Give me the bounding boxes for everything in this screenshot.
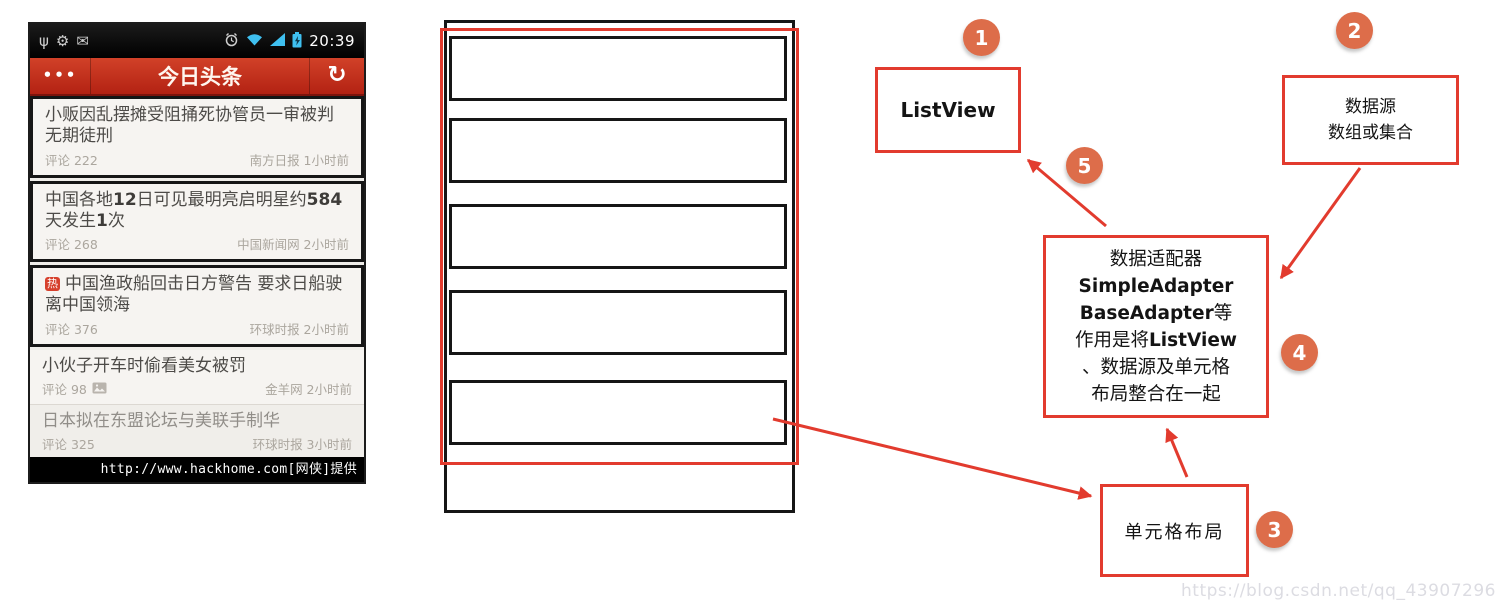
comment-count: 评论 268 [45, 237, 98, 252]
news-title: 热中国渔政船回击日方警告 要求日船驶离中国领海 [45, 274, 343, 316]
news-list: 小贩因乱摆摊受阻捅死协管员一审被判无期徒刑评论 222 南方日报 1小时前中国各地… [30, 96, 364, 457]
wireframe-highlight-box [440, 28, 799, 465]
news-source-time: 环球时报 3小时前 [252, 437, 352, 452]
listview-box-label: ListView [900, 98, 996, 122]
adapter-box-line: 作用是将ListView [1075, 329, 1237, 351]
step-badge-2: 2 [1336, 12, 1373, 49]
wireframe-cell [449, 290, 787, 355]
cell-layout-box: 单元格布局 [1100, 484, 1249, 577]
status-time: 20:39 [309, 32, 355, 50]
alarm-icon [224, 32, 239, 50]
status-bar: ψ ⚙ ✉ 20:39 [30, 24, 364, 58]
arrow-datasource-to-adapter [1279, 167, 1362, 280]
wireframe-cell [449, 204, 787, 269]
news-title: 日本拟在东盟论坛与美联手制华 [42, 410, 280, 431]
news-item[interactable]: 日本拟在东盟论坛与美联手制华评论 325 环球时报 3小时前 [30, 404, 364, 457]
adapter-box-line: 、数据源及单元格 [1081, 356, 1230, 378]
datasource-box: 数据源 数组或集合 [1282, 75, 1459, 165]
news-meta: 评论 376 环球时报 2小时前 [45, 322, 349, 338]
news-item[interactable]: 中国各地12日可见最明亮启明星约584天发生1次评论 268 中国新闻网 2小时前 [30, 180, 364, 262]
arrow-wireframe-to-cell-layout [772, 417, 1093, 500]
phone-screenshot: ψ ⚙ ✉ 20:39 ••• 今日头条 ↻ 小贩因乱摆摊受阻捅死协管员一审被判… [28, 22, 366, 484]
listview-box: ListView [875, 67, 1021, 153]
news-source-time: 环球时报 2小时前 [249, 321, 349, 337]
adapter-box-line: 布局整合在一起 [1091, 383, 1221, 405]
news-meta: 评论 222 南方日报 1小时前 [45, 153, 349, 169]
step-badge-1: 1 [963, 19, 1000, 56]
battery-icon [292, 31, 302, 51]
arrow-cell-layout-to-adapter [1165, 427, 1189, 478]
hot-badge: 热 [45, 277, 60, 291]
news-title: 小贩因乱摆摊受阻捅死协管员一审被判无期徒刑 [45, 105, 334, 147]
news-item[interactable]: 小贩因乱摆摊受阻捅死协管员一审被判无期徒刑评论 222 南方日报 1小时前 [30, 96, 364, 178]
wireframe-cell [449, 380, 787, 445]
comment-count: 评论 325 [42, 437, 95, 452]
usb-icon: ψ [39, 31, 49, 50]
wireframe-cell [449, 118, 787, 183]
news-source-time: 金羊网 2小时前 [265, 381, 352, 397]
photo-icon [92, 382, 107, 394]
app-title: 今日头条 [158, 65, 242, 89]
adapter-box-line: SimpleAdapter [1078, 275, 1234, 297]
datasource-line-1: 数据源 [1345, 97, 1396, 117]
wireframe-cell [449, 36, 787, 101]
step-badge-4: 4 [1281, 334, 1318, 371]
mail-icon: ✉ [76, 31, 89, 50]
adapter-box-line: 数据适配器 [1109, 248, 1203, 270]
step-badge-5: 5 [1066, 147, 1103, 184]
datasource-line-2: 数组或集合 [1328, 123, 1413, 143]
phone-footer-watermark: http://www.hackhome.com[网侠]提供 [30, 457, 364, 482]
wifi-icon [246, 33, 263, 49]
news-item[interactable]: 小伙子开车时偷看美女被罚评论 98 金羊网 2小时前 [30, 349, 364, 405]
comment-count: 评论 376 [45, 321, 98, 337]
news-source-time: 中国新闻网 2小时前 [237, 237, 349, 252]
news-meta: 评论 325 环球时报 3小时前 [42, 437, 352, 453]
news-source-time: 南方日报 1小时前 [249, 152, 349, 168]
cell-layout-box-label: 单元格布局 [1124, 521, 1225, 543]
app-header: ••• 今日头条 ↻ [30, 58, 364, 96]
adapter-box-line: BaseAdapter等 [1079, 302, 1233, 324]
news-item[interactable]: 热中国渔政船回击日方警告 要求日船驶离中国领海评论 376 环球时报 2小时前 [30, 265, 364, 347]
news-meta: 评论 98 金羊网 2小时前 [42, 382, 352, 398]
comment-count: 评论 98 [42, 382, 107, 398]
refresh-button[interactable]: ↻ [309, 58, 364, 94]
settings-icon: ⚙ [55, 31, 70, 50]
news-title: 小伙子开车时偷看美女被罚 [42, 355, 246, 376]
menu-button[interactable]: ••• [30, 58, 91, 94]
news-title: 中国各地12日可见最明亮启明星约584天发生1次 [45, 189, 343, 231]
csdn-watermark: https://blog.csdn.net/qq_43907296 [1181, 581, 1496, 601]
step-badge-3: 3 [1256, 511, 1293, 548]
comment-count: 评论 222 [45, 152, 98, 168]
news-meta: 评论 268 中国新闻网 2小时前 [45, 237, 349, 253]
signal-icon [270, 33, 286, 49]
